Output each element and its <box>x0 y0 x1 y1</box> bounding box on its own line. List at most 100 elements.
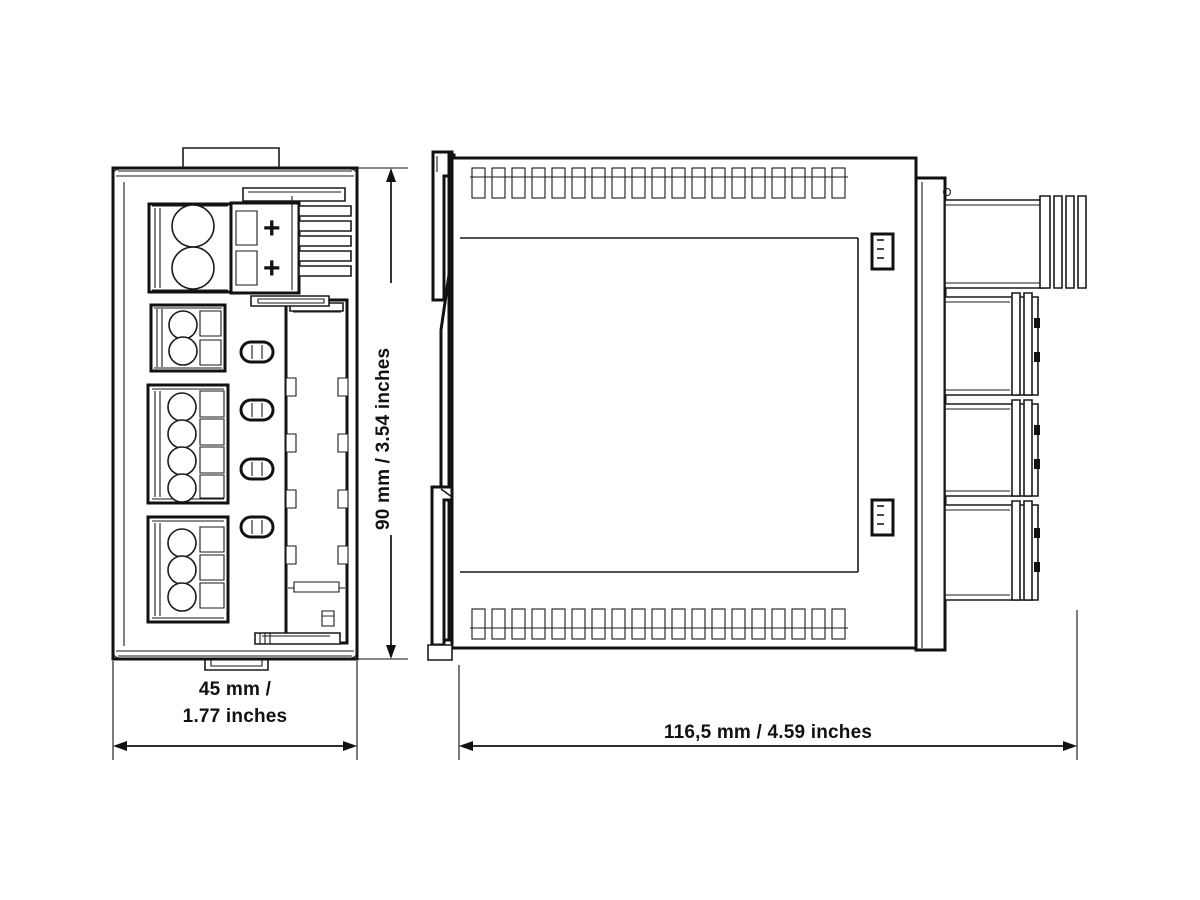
service-port <box>321 610 335 627</box>
connector-block-4-tab2 <box>1034 562 1040 572</box>
vent-slot <box>671 167 686 199</box>
depth-arrow-left <box>459 741 473 751</box>
led-slot <box>239 515 275 539</box>
vent-slot <box>631 167 646 199</box>
tb3-lever-1 <box>199 526 225 553</box>
led-slot-1 <box>239 340 275 364</box>
spine-pin <box>942 187 952 197</box>
power-terminal-pole-2 <box>171 246 215 290</box>
connector-block-3-tab2 <box>1034 459 1040 469</box>
connector-block <box>944 399 1040 497</box>
front-bar-c <box>298 235 352 247</box>
vent-slot <box>731 608 746 640</box>
front-corner-bl <box>112 650 122 659</box>
height-dimension-label: 90 mm / 3.54 inches <box>373 348 394 530</box>
channel-notch-l1 <box>285 377 297 397</box>
tb3-lever-3 <box>199 582 225 609</box>
snap-latch-lower <box>870 498 895 537</box>
front-bar-b <box>298 220 352 232</box>
front-corner-br <box>348 650 358 659</box>
vent-slot <box>611 167 626 199</box>
connector-block-3-tab1 <box>1034 425 1040 435</box>
marker-strip <box>284 298 349 645</box>
width-arrow-left <box>113 741 127 751</box>
led-slot-3 <box>239 457 275 481</box>
connector-block-1-fin-a <box>1039 195 1051 289</box>
front-bar-e <box>298 265 352 277</box>
front-mid-bar-inner <box>257 298 325 304</box>
tb3-pole-1 <box>167 528 197 558</box>
connector-block-2-tab2 <box>1034 352 1040 362</box>
tb4-pole-2 <box>167 419 197 449</box>
connector-block-4-tab1 <box>1034 528 1040 538</box>
tb4-lever-3 <box>199 446 225 474</box>
vent-slot <box>531 608 546 640</box>
connector-block-1-fin-d <box>1077 195 1087 289</box>
led-slot-2 <box>239 398 275 422</box>
vent-slot <box>831 608 846 640</box>
tb4-pole-1 <box>167 392 197 422</box>
tb4-pole-4 <box>167 473 197 503</box>
power-terminal-pole-1 <box>171 204 215 248</box>
polarity-marker-1: + <box>263 212 281 245</box>
vent-slot <box>651 608 666 640</box>
bottom-vent-row <box>470 608 848 640</box>
width-dimension-label-line1: 45 mm / <box>199 679 272 700</box>
vent-slot <box>571 167 586 199</box>
vent-slot <box>631 608 646 640</box>
channel-notch-r1 <box>337 377 349 397</box>
channel-notch-r3 <box>337 489 349 509</box>
power-terminal-window-2 <box>235 250 258 286</box>
vent-slot <box>651 167 666 199</box>
front-view: + + <box>111 147 359 671</box>
tb4-lever-1 <box>199 390 225 418</box>
din-rail-clip-upper <box>431 150 454 302</box>
vent-slot <box>711 608 726 640</box>
tb4-pole-3 <box>167 446 197 476</box>
tb4-lever-4 <box>199 474 225 499</box>
terminal-block-4 <box>146 383 230 505</box>
vent-slot <box>571 608 586 640</box>
connector-block-2-tab1 <box>1034 318 1040 328</box>
vent-slot <box>691 167 706 199</box>
snap-latch-upper <box>870 232 895 271</box>
power-terminal-window-1 <box>235 210 258 246</box>
din-clip-hook <box>440 488 453 498</box>
vent-slot <box>511 167 526 199</box>
connector-block-1-fin-c <box>1065 195 1075 289</box>
channel-notch-l3 <box>285 489 297 509</box>
channel-notch-l2 <box>285 433 297 453</box>
width-dimension-label-line2: 1.77 inches <box>183 706 288 727</box>
led-indicator-slots <box>239 340 275 539</box>
vent-slot <box>671 608 686 640</box>
terminal-block-2 <box>149 303 227 373</box>
led-slot <box>239 457 275 481</box>
tb2-pole-1 <box>168 310 198 340</box>
connector-block-2-fin-b <box>1023 292 1033 396</box>
depth-dim-text-backdrop <box>655 720 885 742</box>
tb3-pole-2 <box>167 555 197 585</box>
front-corner-tr <box>348 168 358 177</box>
vent-slot <box>811 608 826 640</box>
vent-slot <box>811 167 826 199</box>
led-slot <box>239 340 275 364</box>
vent-slot <box>791 167 806 199</box>
vent-slot <box>711 167 726 199</box>
vent-slot <box>771 608 786 640</box>
side-view <box>427 150 1087 661</box>
marker-strip-lower-cap <box>293 581 340 593</box>
front-top-connector-bar <box>242 187 346 202</box>
vent-slot <box>731 167 746 199</box>
tb2-lever-1 <box>199 310 222 337</box>
height-dim-text-backdrop <box>373 283 397 535</box>
connector-block <box>944 500 1040 601</box>
vent-slot <box>491 167 506 199</box>
top-vent-row <box>470 167 848 199</box>
depth-dimension-label-fg: 116,5 mm / 4.59 inches <box>664 722 872 743</box>
connector-block-3-fin-b <box>1023 399 1033 497</box>
vent-slot <box>611 608 626 640</box>
channel-notch-l4 <box>285 545 297 565</box>
vent-slot <box>771 167 786 199</box>
